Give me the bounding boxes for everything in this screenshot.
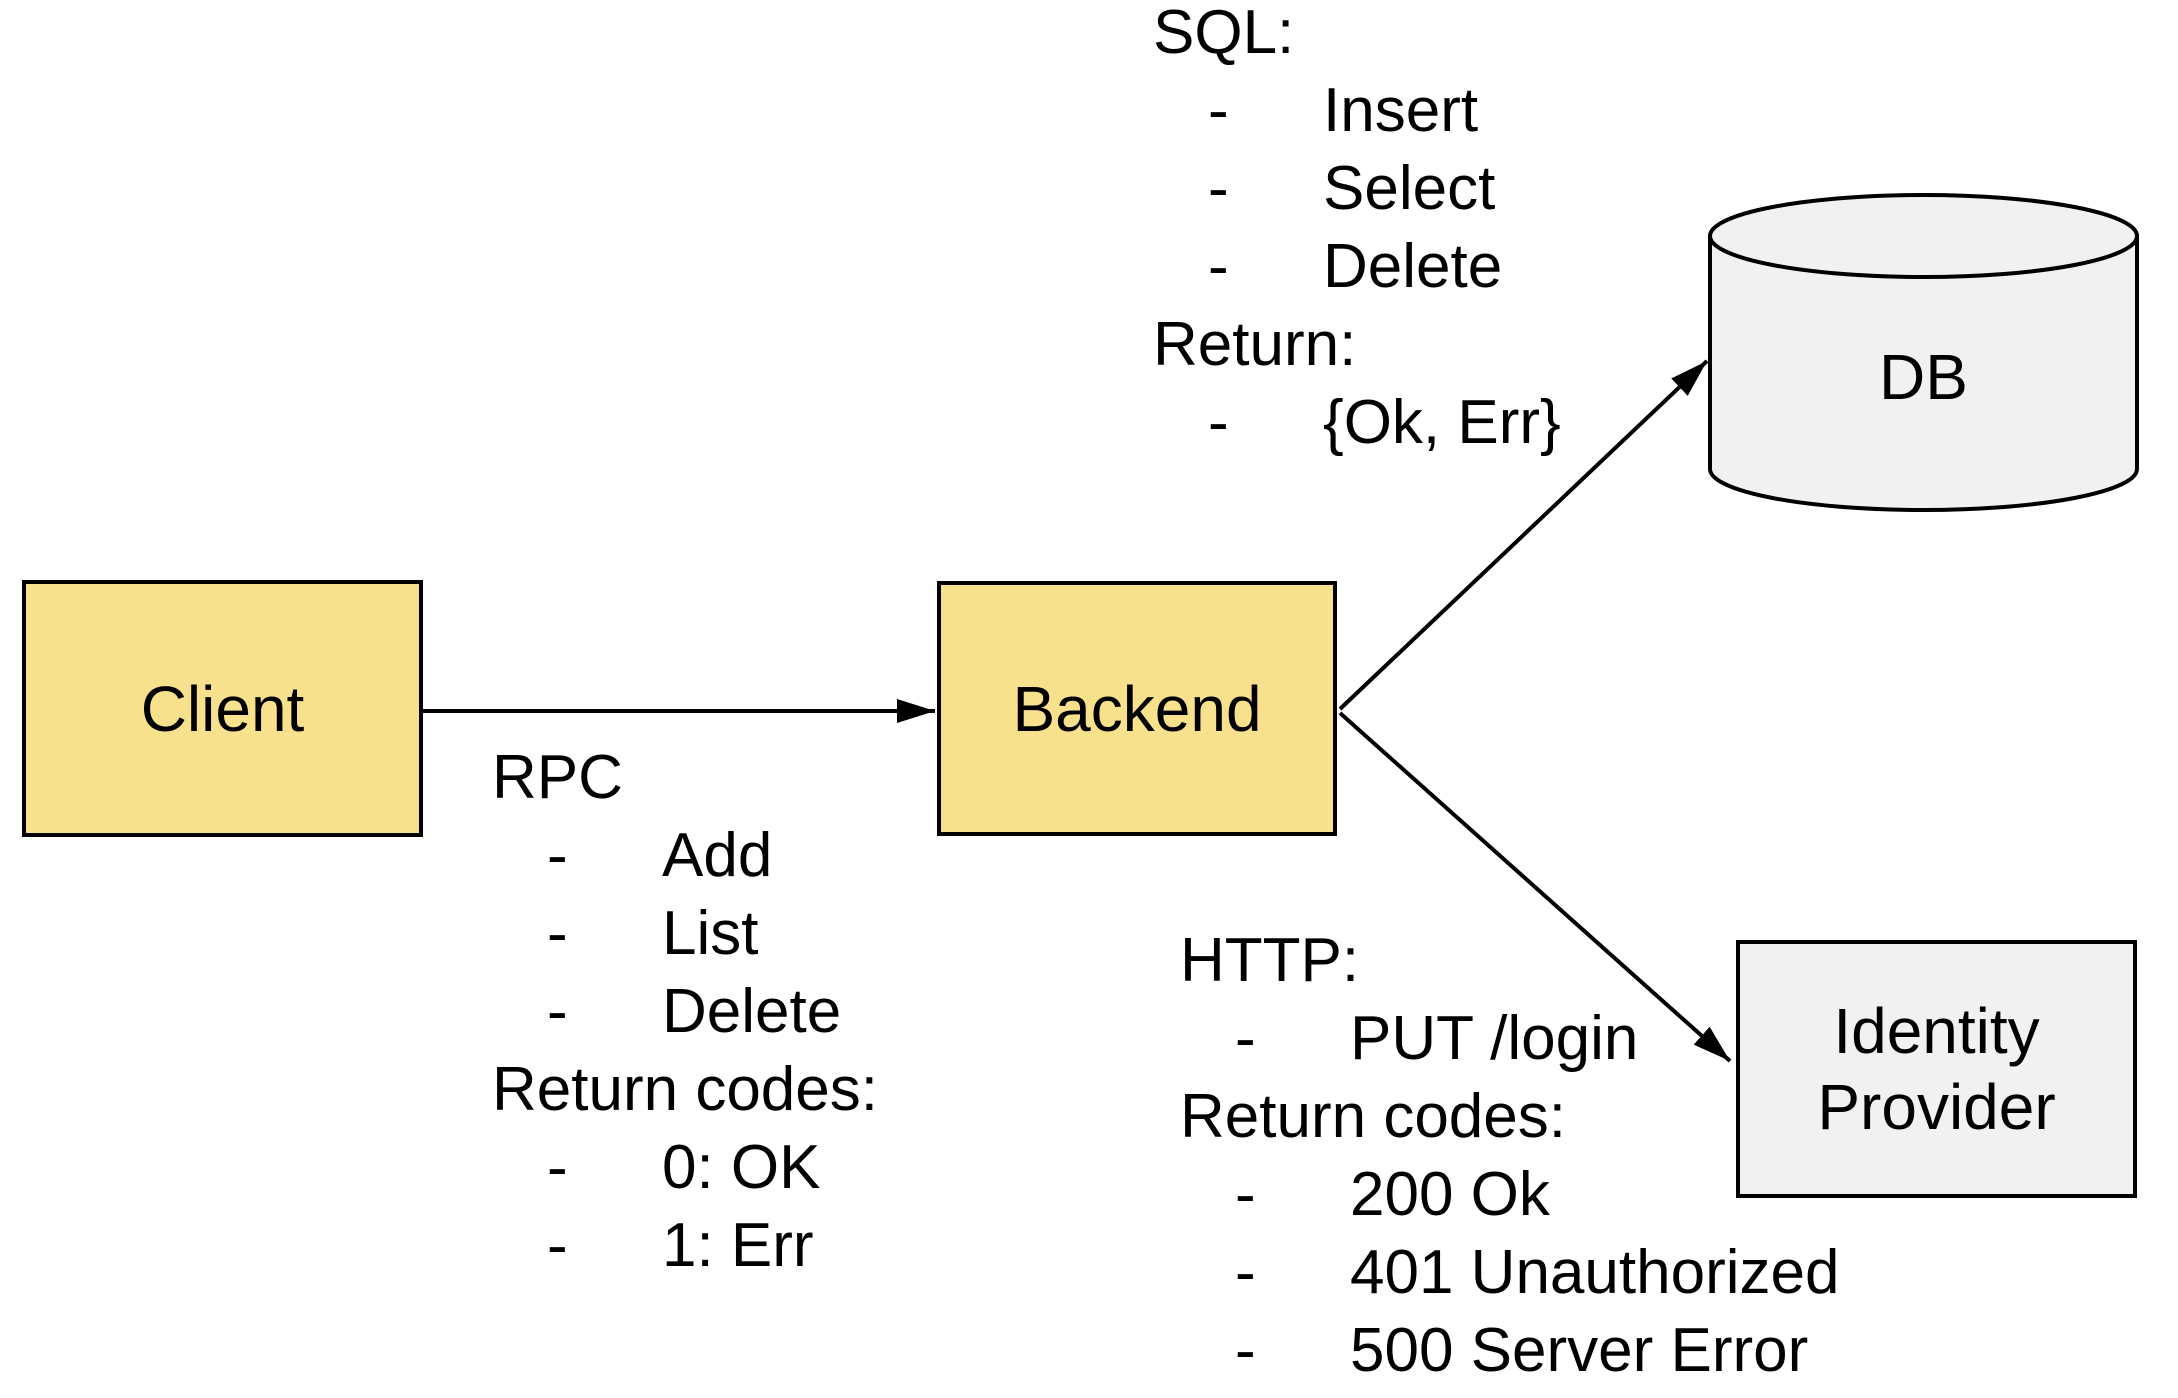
arrow-backend-to-db <box>1338 359 1709 711</box>
db-cylinder <box>1708 193 2139 512</box>
bullet-dash: - <box>1235 1238 1256 1307</box>
bullet-dash: - <box>547 821 568 890</box>
db-cylinder-body <box>1708 234 2139 512</box>
annotation-line: -{Ok, Err} <box>1153 384 1561 462</box>
annotation-line: SQL: <box>1153 0 1295 67</box>
bullet-dash: - <box>547 977 568 1046</box>
backend-node-label: Backend <box>1012 672 1262 745</box>
annotation-line: -Add <box>492 817 878 895</box>
arrow-backend-to-idp <box>1338 711 1732 1063</box>
backend-node: Backend <box>937 581 1337 836</box>
annotation-line: HTTP: <box>1180 926 1360 995</box>
bullet-dash: - <box>1235 1316 1256 1385</box>
annotation-line: Return codes: <box>1180 1082 1566 1151</box>
bullet-dash: - <box>1208 76 1229 145</box>
annotation-line: -200 Ok <box>1180 1156 1566 1234</box>
http-annotation: HTTP: -PUT /login Return codes: -200 Ok … <box>1180 922 1839 1390</box>
client-node-label: Client <box>140 672 305 745</box>
identity-provider-node-label: Identity Provider <box>1817 995 2056 1143</box>
bullet-dash: - <box>1235 1160 1256 1229</box>
annotation-line: -Insert <box>1153 72 1478 150</box>
bullet-dash: - <box>1208 232 1229 301</box>
db-node-label: DB <box>1879 341 1968 413</box>
identity-provider-node: Identity Provider <box>1736 940 2137 1198</box>
rpc-annotation: RPC -Add -List -Delete Return codes: -0:… <box>492 739 878 1285</box>
sql-annotation: SQL: -Insert -Select -Delete Return: -{O… <box>1153 0 1561 462</box>
bullet-dash: - <box>547 899 568 968</box>
annotation-line: Return codes: <box>492 1055 878 1124</box>
annotation-line: -List <box>492 895 878 973</box>
client-node: Client <box>22 580 423 837</box>
bullet-dash: - <box>1208 154 1229 223</box>
annotation-line: -1: Err <box>492 1207 878 1285</box>
annotation-line: -Delete <box>1153 228 1502 306</box>
db-cylinder-top <box>1708 193 2139 279</box>
annotation-line: -PUT /login <box>1180 1000 1638 1078</box>
annotation-line: -Select <box>1153 150 1495 228</box>
bullet-dash: - <box>1208 388 1229 457</box>
bullet-dash: - <box>547 1133 568 1202</box>
annotation-line: RPC <box>492 743 623 812</box>
bullet-dash: - <box>1235 1004 1256 1073</box>
annotation-line: -401 Unauthorized <box>1180 1234 1839 1312</box>
annotation-line: -500 Server Error <box>1180 1312 1808 1390</box>
annotation-line: -Delete <box>492 973 878 1051</box>
bullet-dash: - <box>547 1211 568 1280</box>
annotation-line: Return: <box>1153 310 1357 379</box>
annotation-line: -0: OK <box>492 1129 878 1207</box>
